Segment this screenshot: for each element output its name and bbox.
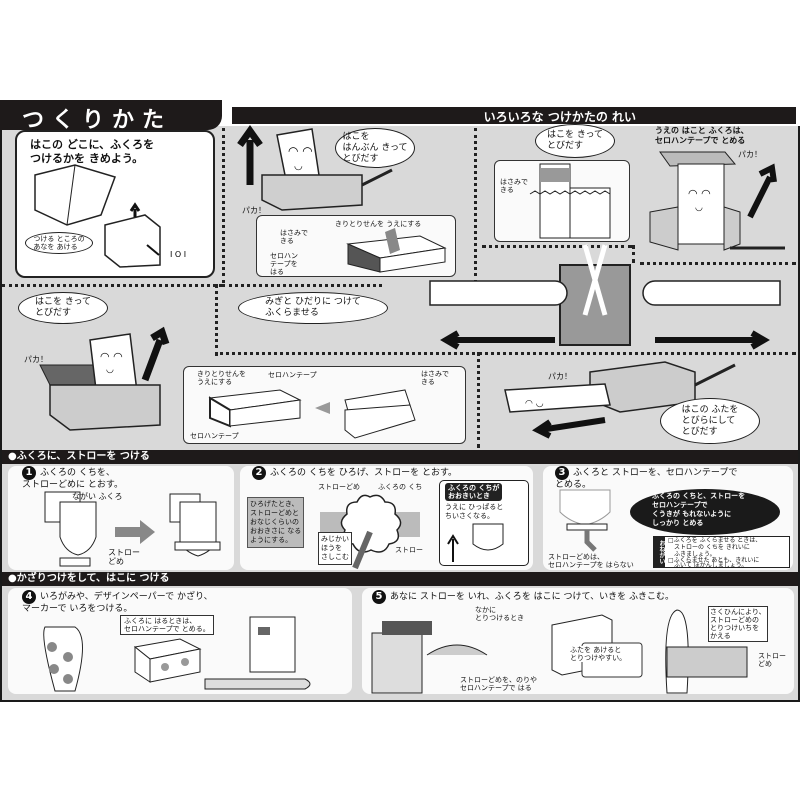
svg-text:I O I: I O I [170, 250, 186, 259]
section1-title: ●ふくろに、ストローを つける [2, 450, 798, 464]
bag-mouth-label: ふくろの くち [378, 483, 423, 491]
intro-bubble: つける ところの あなを あける [25, 232, 93, 254]
stopper-label: ストロー どめ [108, 548, 140, 566]
lid-label: ふたを あけると とりつけやすい。 [570, 646, 627, 662]
sound-text: パカ！ [738, 150, 762, 159]
cut-box-illustration [346, 228, 447, 273]
glue-label: ストローどめを、のりや セロハンテープで はる [460, 676, 537, 692]
straw-label: ストロー [395, 546, 423, 554]
stopper-label: ストロー どめ [758, 652, 786, 668]
divider [215, 352, 475, 355]
tape-label: セロハン テープを はる [270, 252, 298, 276]
step1-illustration [44, 491, 221, 567]
step-instruction: あなに ストローを いれ、ふくろを はこに つけて、いきを ふきこむ。 [390, 592, 674, 602]
cut-box-steps-illustration [208, 389, 416, 439]
example2-note: うえの はこと ふくろは、 セロハンテープで とめる [655, 126, 749, 145]
large-mouth-title: ふくろの くちが おおきいとき [445, 483, 503, 501]
divider [2, 284, 222, 287]
example4-bubble: はこを きって とびだす [18, 292, 108, 324]
step-number: 4 [22, 590, 36, 604]
divider [222, 284, 382, 287]
step-number: 3 [555, 466, 569, 480]
size-note: ひろげたとき、 ストローどめと おなじくらいの おおきさに なる ようにする。 [247, 497, 305, 548]
step5-text: 5 あなに ストローを いれ、ふくろを はこに つけて、いきを ふきこむ。 [372, 590, 674, 604]
decoration-illustration [43, 616, 311, 692]
divider [632, 245, 635, 263]
example1-bubble: はこを はんぶん きって とびだす [335, 128, 415, 168]
step-instruction: ふくろと ストローを、セロハンテープで とめる。 [555, 468, 738, 490]
scissors-label: はさみで きる [421, 370, 449, 386]
pop-up-character-illustration: ◠ ◠ ◡ [649, 151, 785, 251]
svg-text:◠ ◠: ◠ ◠ [688, 187, 711, 200]
divider [477, 352, 480, 448]
divider [215, 284, 218, 356]
request-item: □ふくらませた あとも、きれいに ふいて ほかんしましょう。 [668, 557, 760, 569]
divider [640, 262, 796, 265]
divider [478, 352, 796, 355]
bag-label: ながい ふくろ [72, 492, 123, 501]
large-mouth-text: うえに ひっぱると ちいさくなる。 [445, 503, 504, 520]
tape-label: セロハンテープ [190, 432, 239, 440]
examples-title: いろいろな つけかたの れい [232, 107, 796, 124]
attach-illustration [371, 609, 748, 694]
door-box-illustration: ◠ ◡ [504, 361, 736, 439]
pull-up-illustration [447, 523, 504, 562]
two-bags-illustration [429, 244, 781, 350]
request-label: おねがい [654, 537, 665, 567]
svg-text:◠ ◡: ◠ ◡ [525, 399, 544, 409]
example5-bubble: はこの ふたを とびらにして とびだす [660, 398, 760, 444]
flip-box-illustration: ◠ ◠ ◡ [39, 326, 170, 431]
scissors-label: はさみで きる [280, 229, 308, 245]
divider [474, 128, 477, 283]
page-title: つくりかた [0, 100, 222, 133]
step-number: 5 [372, 590, 386, 604]
svg-text:◡: ◡ [294, 161, 303, 172]
svg-text:◡: ◡ [695, 203, 703, 213]
svg-text:◠ ◠: ◠ ◠ [288, 144, 313, 158]
stopper-label: ストローどめ [318, 483, 360, 491]
example3-bubble: みぎと ひだりに つけて ふくらませる [238, 292, 388, 324]
jump-box-illustration: ◠ ◠ ◡ [237, 124, 393, 211]
sound-text: パカ！ [24, 355, 48, 364]
inside-label: なかに とりつけるとき [475, 606, 525, 622]
dark-bubble [630, 489, 780, 535]
sound-text: パカ！ [548, 372, 572, 381]
step-number: 2 [252, 466, 266, 480]
request-item: □ふくろを ふくらませる ときは、 ストローの くちを きれいに ふきましょう。 [668, 537, 762, 558]
sound-text: パカ！ [242, 206, 266, 215]
request-box [653, 536, 790, 568]
svg-text:◡: ◡ [106, 365, 114, 375]
box-illustration: I O I [34, 164, 186, 268]
divider [222, 128, 225, 283]
divider [482, 245, 632, 248]
tape-note: ふくろに はるときは、 セロハンテープで とめる。 [120, 615, 214, 635]
box-net-illustration [529, 163, 611, 239]
cutline-label: きりとりせんを うえにする [197, 370, 246, 386]
intro-heading: はこの どこに、ふくろを つけるかを きめよう。 [30, 138, 155, 165]
scissors-label: はさみで きる [500, 178, 528, 194]
step2-text: 2 ふくろの くちを ひろげ、ストローを とおす。 [252, 466, 457, 480]
svg-text:◠ ◠: ◠ ◠ [100, 350, 123, 363]
step3-illustration [559, 489, 611, 552]
step-number: 1 [22, 466, 36, 480]
step-instruction: いろがみや、デザインペーパーで かざり、 マーカーで いろをつける。 [22, 592, 213, 614]
dark-bubble-text: ふくろの くちと、ストローを セロハンテープで くうきが もれないように しっか… [652, 492, 746, 527]
step-instruction: ふくろの くちを ひろげ、ストローを とおす。 [270, 468, 458, 478]
section2-title: ●かざりつけをして、はこに つける [2, 572, 798, 586]
tape-label: セロハンテープ [268, 371, 317, 379]
stopper-note: ストローどめは、 セロハンテープを はらない [548, 553, 634, 569]
position-note: さくひんにより、 ストローどめの とりつけいちを かえる [708, 606, 768, 642]
cutline-label: きりとりせんを うえにする [335, 220, 422, 228]
step-instruction: ふくろの くちを、 ストローどめに とおす。 [22, 468, 123, 490]
example2-bubble: はこを きって とびだす [535, 124, 615, 158]
step2-illustration [320, 494, 420, 570]
short-side-label: みじかい ほうを さしこむ [318, 532, 352, 565]
